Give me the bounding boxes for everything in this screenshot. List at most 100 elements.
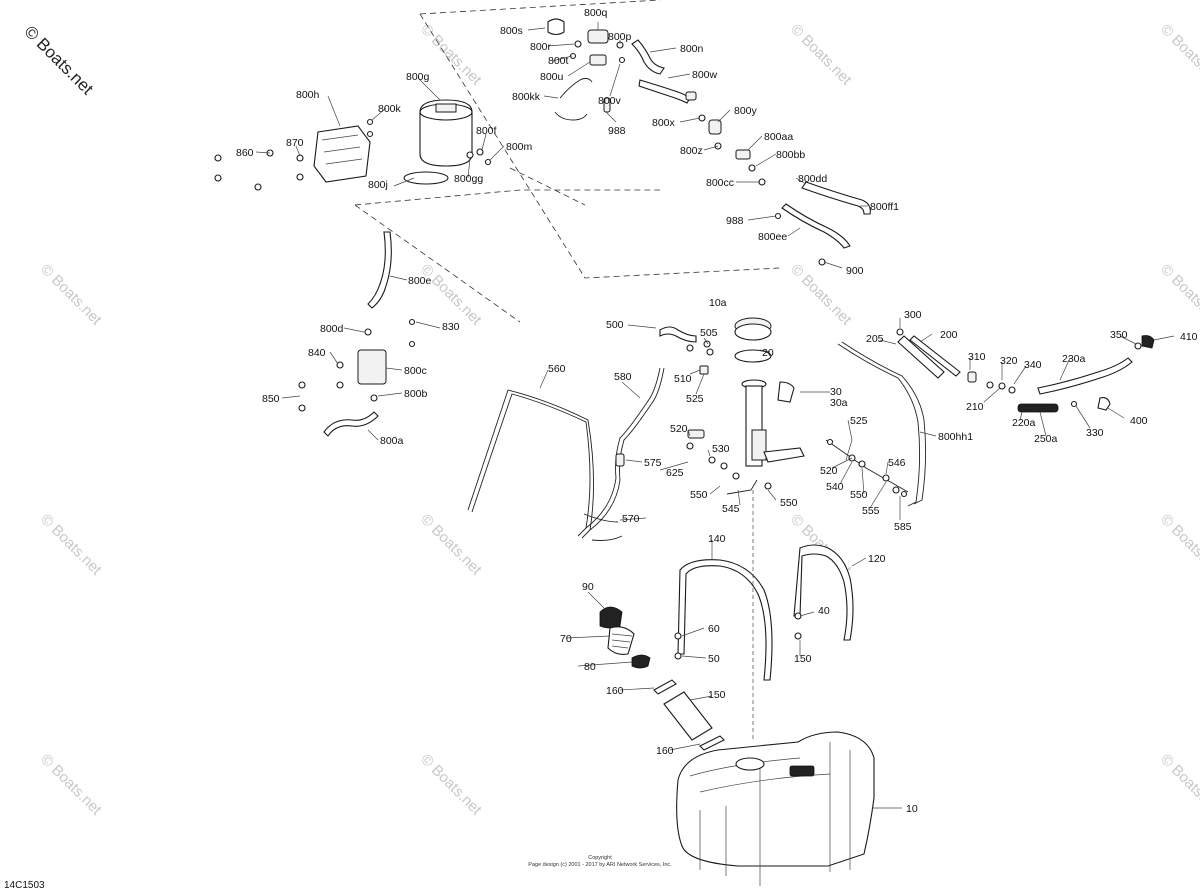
part-label: 800j xyxy=(368,179,388,191)
part-label: 160 xyxy=(606,685,624,697)
part-label: 800n xyxy=(680,43,704,55)
leader-lines xyxy=(255,22,1175,809)
part-label: 400 xyxy=(1130,415,1148,427)
part-label: 220a xyxy=(1012,417,1036,429)
part-label: 800q xyxy=(584,7,608,19)
part-label: 800c xyxy=(404,365,427,377)
part-label: 800k xyxy=(378,103,402,115)
part-label: 20 xyxy=(762,347,774,359)
part-label: 10 xyxy=(906,803,918,815)
part-label: 320 xyxy=(1000,355,1018,367)
part-label: 545 xyxy=(722,503,740,515)
watermark-text: © Boats.net xyxy=(1157,751,1200,819)
part-label: 988 xyxy=(726,215,744,227)
watermark-text: © Boats.net xyxy=(417,751,485,819)
part-label: 40 xyxy=(818,605,830,617)
part-label: 625 xyxy=(666,467,684,479)
part-label: 530 xyxy=(712,443,730,455)
part-label: 800gg xyxy=(454,173,483,185)
part-label: 410 xyxy=(1180,331,1198,343)
part-label: 800kk xyxy=(512,91,541,103)
part-label: 840 xyxy=(308,347,326,359)
part-label: 800g xyxy=(406,71,430,83)
filler-neck-parts xyxy=(599,606,725,751)
part-label: 90 xyxy=(582,581,594,593)
part-label: 800bb xyxy=(776,149,805,161)
part-label: 800dd xyxy=(798,173,827,185)
part-label: 150 xyxy=(708,689,726,701)
part-label: 800h xyxy=(296,89,320,101)
part-label: 800x xyxy=(652,117,676,129)
fuel-pump-module xyxy=(659,317,805,495)
part-label: 800ff1 xyxy=(870,201,899,213)
part-label: 800b xyxy=(404,388,428,400)
watermark-text: © Boats.net xyxy=(787,21,855,89)
part-label: 140 xyxy=(708,533,726,545)
diagram-code: 14C1503 xyxy=(4,880,45,891)
part-label: 525 xyxy=(850,415,868,427)
part-label: 310 xyxy=(968,351,986,363)
part-label: 900 xyxy=(846,265,864,277)
fuel-tank xyxy=(676,731,875,886)
part-label: 200 xyxy=(940,329,958,341)
part-label: 800aa xyxy=(764,131,793,143)
part-label: 988 xyxy=(608,125,626,137)
part-label: 800t xyxy=(548,55,569,67)
part-label: 550 xyxy=(780,497,798,509)
tank-straps xyxy=(674,544,854,681)
long-hoses xyxy=(467,367,665,541)
part-label: 340 xyxy=(1024,359,1042,371)
part-label: 800w xyxy=(692,69,718,81)
part-label: 800z xyxy=(680,145,703,157)
part-label: 850 xyxy=(262,393,280,405)
fine-print: Copyright Page design (c) 2001 - 2017 by… xyxy=(520,855,680,869)
part-label: 800y xyxy=(734,105,758,117)
fine-print-line-1: Copyright xyxy=(588,855,612,861)
part-label: 550 xyxy=(850,489,868,501)
right-hose-group xyxy=(825,328,1155,507)
part-label: 575 xyxy=(644,457,662,469)
part-label: 800r xyxy=(530,41,552,53)
watermark-text: © Boats.net xyxy=(1157,511,1200,579)
part-label: 500 xyxy=(606,319,624,331)
part-label: 570 xyxy=(622,513,640,525)
watermark-text: © Boats.net xyxy=(37,261,105,329)
part-label: 120 xyxy=(868,553,886,565)
part-label: 205 xyxy=(866,333,884,345)
part-label: 30a xyxy=(830,397,848,409)
part-label: 800hh1 xyxy=(938,431,973,443)
part-label: 10a xyxy=(709,297,727,309)
part-label: 860 xyxy=(236,147,254,159)
part-label: 800v xyxy=(598,95,622,107)
fine-print-line-2: Page design (c) 2001 - 2017 by ARI Netwo… xyxy=(528,862,672,868)
part-label: 800s xyxy=(500,25,523,37)
exploded-view-boundaries xyxy=(354,0,781,323)
part-label: 800a xyxy=(380,435,404,447)
part-label: 330 xyxy=(1086,427,1104,439)
part-label: 60 xyxy=(708,623,720,635)
part-label: 830 xyxy=(442,321,460,333)
part-label: 560 xyxy=(548,363,566,375)
part-label: 510 xyxy=(674,373,692,385)
left-hose-group xyxy=(298,231,416,437)
watermark-text: © Boats.net xyxy=(1157,261,1200,329)
part-label: 150 xyxy=(794,653,812,665)
part-label: 800cc xyxy=(706,177,734,189)
part-label: 800f xyxy=(476,125,497,137)
watermark-text: © Boats.net xyxy=(417,511,485,579)
part-label: 520 xyxy=(820,465,838,477)
part-label: 555 xyxy=(862,505,880,517)
part-label: 350 xyxy=(1110,329,1128,341)
part-label: 300 xyxy=(904,309,922,321)
watermark-text: © Boats.net xyxy=(417,261,485,329)
watermark-text: © Boats.net xyxy=(1157,21,1200,89)
upper-fittings-group xyxy=(547,18,871,266)
part-label: 70 xyxy=(560,633,572,645)
part-label: 800d xyxy=(320,323,344,335)
part-label: 230a xyxy=(1062,353,1086,365)
part-label: 800e xyxy=(408,275,432,287)
watermark-text: © Boats.net xyxy=(37,751,105,819)
